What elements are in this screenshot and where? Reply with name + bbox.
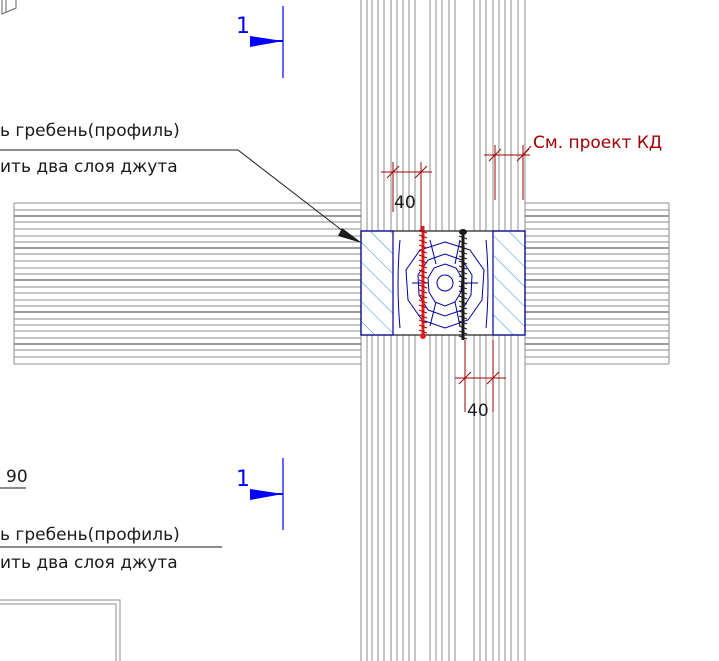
reference-note: См. проект КД	[533, 133, 662, 153]
note-bottom-line2: ить два слоя джута	[0, 553, 178, 573]
dimension-top	[381, 162, 432, 232]
section-label-top: 1	[236, 14, 250, 39]
dim-label-top: 40	[394, 193, 416, 213]
dimension-bottom	[455, 340, 506, 412]
section-label-bottom: 1	[236, 467, 250, 492]
note-bottom-line1: ь гребень(профиль)	[0, 525, 180, 545]
joint-section	[360, 226, 526, 340]
dimension-reference	[484, 145, 532, 200]
horizontal-beam	[13, 202, 670, 365]
section-marker-bottom: 1	[236, 458, 284, 530]
corner-fragment	[1, 0, 17, 15]
note-top-line1: ь гребень(профиль)	[0, 121, 180, 141]
section-marker-top: 1	[236, 6, 284, 78]
note-top-line2: ить два слоя джута	[0, 157, 178, 177]
screw-red	[418, 226, 428, 339]
dimension-number: 90	[6, 467, 28, 487]
dim-label-bottom: 40	[467, 401, 489, 421]
screw-black	[458, 229, 468, 340]
frame-fragment	[0, 599, 121, 661]
leader-arrow	[0, 149, 362, 243]
